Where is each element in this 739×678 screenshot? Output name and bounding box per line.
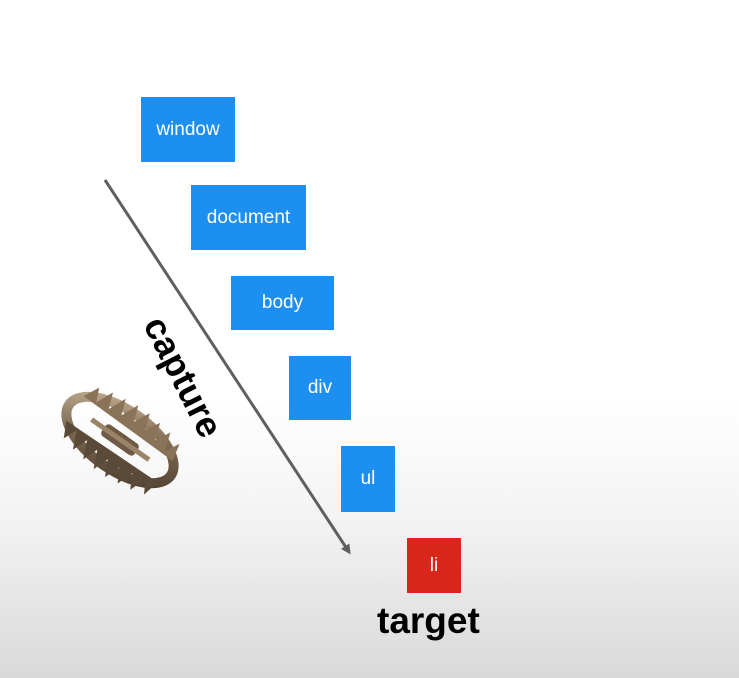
div-node: div [289, 356, 351, 420]
li-label: li [429, 554, 439, 576]
div-label: div [307, 377, 333, 398]
document-label: document [206, 206, 291, 228]
document-node: document [191, 185, 306, 250]
body-node: body [231, 276, 334, 330]
window-node: window [141, 97, 235, 162]
li-target-node: li [407, 538, 461, 593]
ul-label: ul [360, 468, 376, 489]
bear-trap-icon [61, 387, 180, 495]
target-label: target [377, 600, 480, 641]
window-label: window [156, 118, 220, 140]
body-label: body [261, 292, 304, 313]
ul-node: ul [341, 446, 395, 512]
